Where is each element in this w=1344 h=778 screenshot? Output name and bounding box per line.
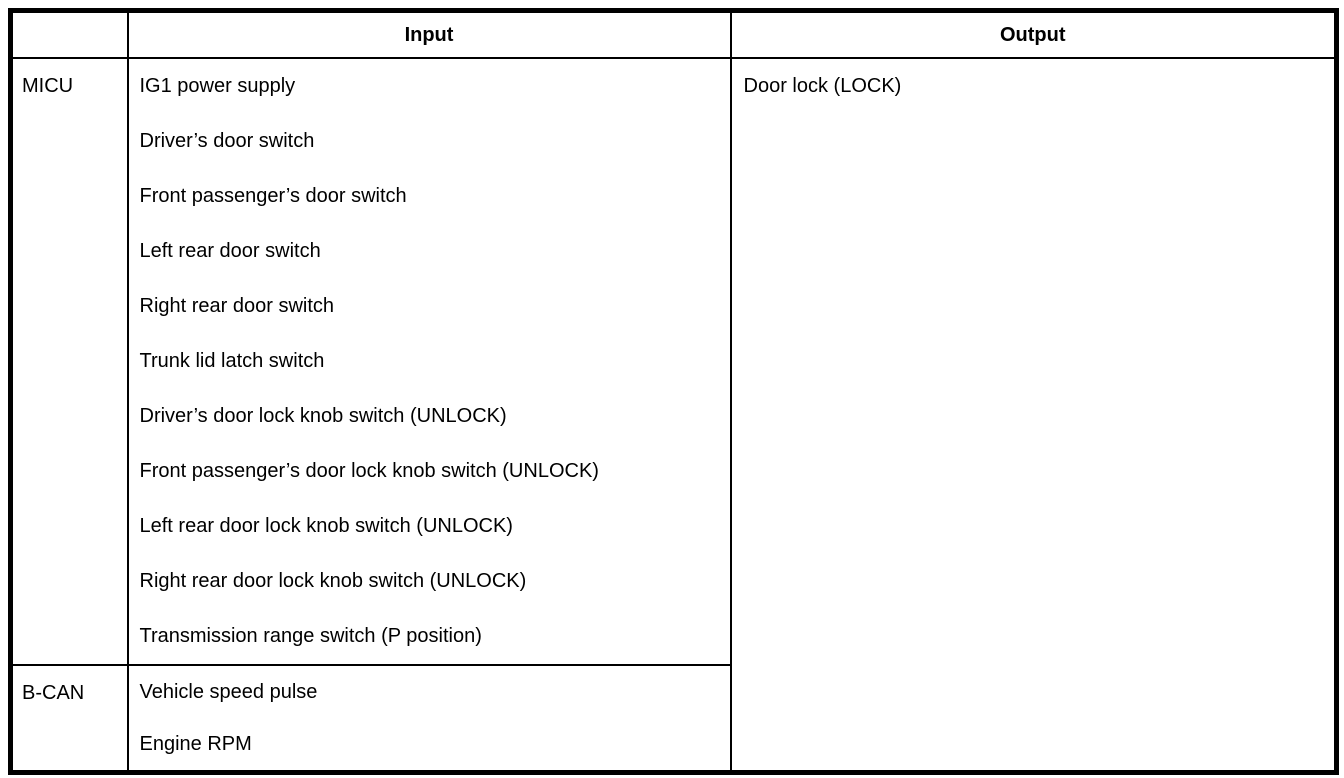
input-item: Engine RPM xyxy=(139,732,252,755)
input-item: Front passenger’s door switch xyxy=(139,185,407,207)
input-item: Right rear door lock knob switch (UNLOCK… xyxy=(139,570,527,592)
input-item: Left rear door lock knob switch (UNLOCK) xyxy=(139,515,513,537)
input-item: IG1 power supply xyxy=(139,75,296,97)
source-label-bcan: B-CAN xyxy=(22,682,85,704)
input-item: Vehicle speed pulse xyxy=(139,680,318,703)
header-row: Input Output xyxy=(9,9,1338,59)
input-item: Left rear door switch xyxy=(139,240,321,262)
input-item: Transmission range switch (P position) xyxy=(139,625,482,647)
source-cell-micu: MICU xyxy=(9,57,129,666)
source-cell-bcan: B-CAN xyxy=(9,664,129,774)
input-item: Driver’s door switch xyxy=(139,130,315,152)
source-label-micu: MICU xyxy=(22,75,74,97)
input-item: Driver’s door lock knob switch (UNLOCK) xyxy=(139,405,507,427)
input-item: Right rear door switch xyxy=(139,295,335,317)
input-item: Front passenger’s door lock knob switch … xyxy=(139,460,599,482)
header-cell-output: Output xyxy=(729,9,1338,59)
input-item: Trunk lid latch switch xyxy=(139,350,325,372)
header-cell-input: Input xyxy=(126,9,732,59)
output-value: Door lock (LOCK) xyxy=(743,75,902,97)
header-cell-source xyxy=(9,9,129,59)
output-cell: Door lock (LOCK) xyxy=(729,57,1338,774)
